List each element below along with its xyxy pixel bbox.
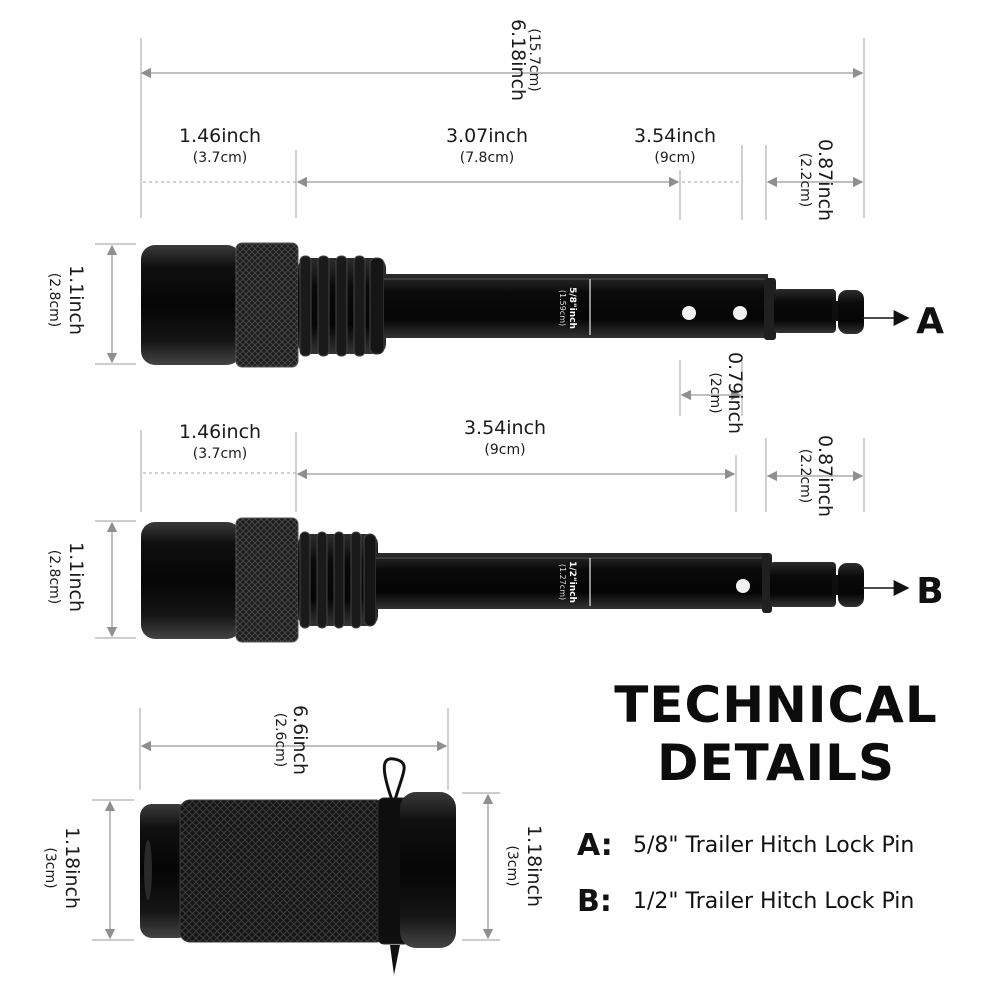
svg-text:1.18inch: 1.18inch xyxy=(523,825,545,907)
pin-b-image: 1/2"inch (1.27cm) xyxy=(141,517,864,643)
pin-b-tip-label: 0.87inch (2.2cm) xyxy=(797,435,836,517)
svg-text:(1.27cm): (1.27cm) xyxy=(558,564,567,600)
svg-text:(2.2cm): (2.2cm) xyxy=(797,449,813,504)
svg-text:(1.59cm): (1.59cm) xyxy=(558,290,567,326)
pin-b-letter: B xyxy=(916,571,943,612)
lock-height-left-label: 1.18inch (3cm) xyxy=(42,827,83,909)
svg-text:5/8"inch: 5/8"inch xyxy=(567,287,577,329)
svg-text:0.87inch: 0.87inch xyxy=(814,139,836,221)
legend-b-text: 1/2" Trailer Hitch Lock Pin xyxy=(633,889,914,914)
pin-a-head-label: 1.46inch xyxy=(179,125,261,147)
svg-text:(2.6cm): (2.6cm) xyxy=(272,713,288,768)
pin-a-hole-spacing-label: 0.79inch (2cm) xyxy=(707,352,746,434)
svg-text:(2.8cm): (2.8cm) xyxy=(46,550,62,605)
pin-b-dimensions: 1.46inch (3.7cm) 3.54inch (9cm) 0.87inch… xyxy=(46,417,865,639)
svg-text:(2.2cm): (2.2cm) xyxy=(797,153,813,208)
svg-text:6.6inch: 6.6inch xyxy=(289,705,311,775)
svg-text:0.87inch: 0.87inch xyxy=(814,435,836,517)
svg-text:1/2"inch: 1/2"inch xyxy=(567,561,577,603)
pin-a-letter: A xyxy=(916,301,944,342)
pin-a-overall-label: 6.18inch (15.7cm) xyxy=(507,19,542,101)
title-line-1: TECHNICAL xyxy=(614,676,938,734)
svg-text:0.79inch: 0.79inch xyxy=(724,352,746,434)
lock-dimensions: 6.6inch (2.6cm) 1.18inch (3cm) 1.18inch … xyxy=(42,705,545,941)
pin-b-shaft-label: 3.54inch xyxy=(464,417,546,439)
pin-b-shaft-sub: (9cm) xyxy=(484,442,525,458)
title-line-2: DETAILS xyxy=(657,734,895,792)
lock-length-label: 6.6inch (2.6cm) xyxy=(272,705,311,775)
pin-a-head-sub: (3.7cm) xyxy=(193,150,248,166)
svg-text:(2.8cm): (2.8cm) xyxy=(46,273,62,328)
svg-text:1.1inch: 1.1inch xyxy=(65,542,87,612)
svg-text:1.1inch: 1.1inch xyxy=(65,265,87,335)
svg-text:(3cm): (3cm) xyxy=(504,845,520,886)
pin-a-usable-label: 3.54inch xyxy=(634,125,716,147)
svg-text:(15.7cm): (15.7cm) xyxy=(526,28,542,91)
pin-b-height-label: 1.1inch (2.8cm) xyxy=(46,542,87,612)
pin-a-shaft-sub: (7.8cm) xyxy=(460,150,515,166)
pin-a-shaft-label: 3.07inch xyxy=(446,125,528,147)
pin-a-usable-sub: (9cm) xyxy=(654,150,695,166)
pin-a-height-label: 1.1inch (2.8cm) xyxy=(46,265,87,335)
lock-height-right-label: 1.18inch (3cm) xyxy=(504,825,545,907)
pin-a-dimensions: 6.18inch (15.7cm) 1.46inch (3.7cm) 3.07i… xyxy=(46,19,865,434)
pin-a-diameter-label: 5/8"inch (1.59cm) xyxy=(558,287,577,329)
svg-text:6.18inch: 6.18inch xyxy=(507,19,529,101)
pin-a-tip-label: 0.87inch (2.2cm) xyxy=(797,139,836,221)
legend-a-text: 5/8" Trailer Hitch Lock Pin xyxy=(633,833,914,858)
pin-b-head-sub: (3.7cm) xyxy=(193,446,248,462)
svg-text:1.18inch: 1.18inch xyxy=(61,827,83,909)
legend-a-key: A: xyxy=(577,828,613,863)
pin-b-diameter-label: 1/2"inch (1.27cm) xyxy=(558,561,577,603)
svg-text:(3cm): (3cm) xyxy=(42,847,58,888)
pin-b-head-label: 1.46inch xyxy=(179,421,261,443)
lock-image xyxy=(140,757,456,975)
svg-text:(2cm): (2cm) xyxy=(707,372,723,413)
legend-b-key: B: xyxy=(577,884,612,919)
pin-a-image: 5/8"inch (1.59cm) xyxy=(141,242,864,368)
